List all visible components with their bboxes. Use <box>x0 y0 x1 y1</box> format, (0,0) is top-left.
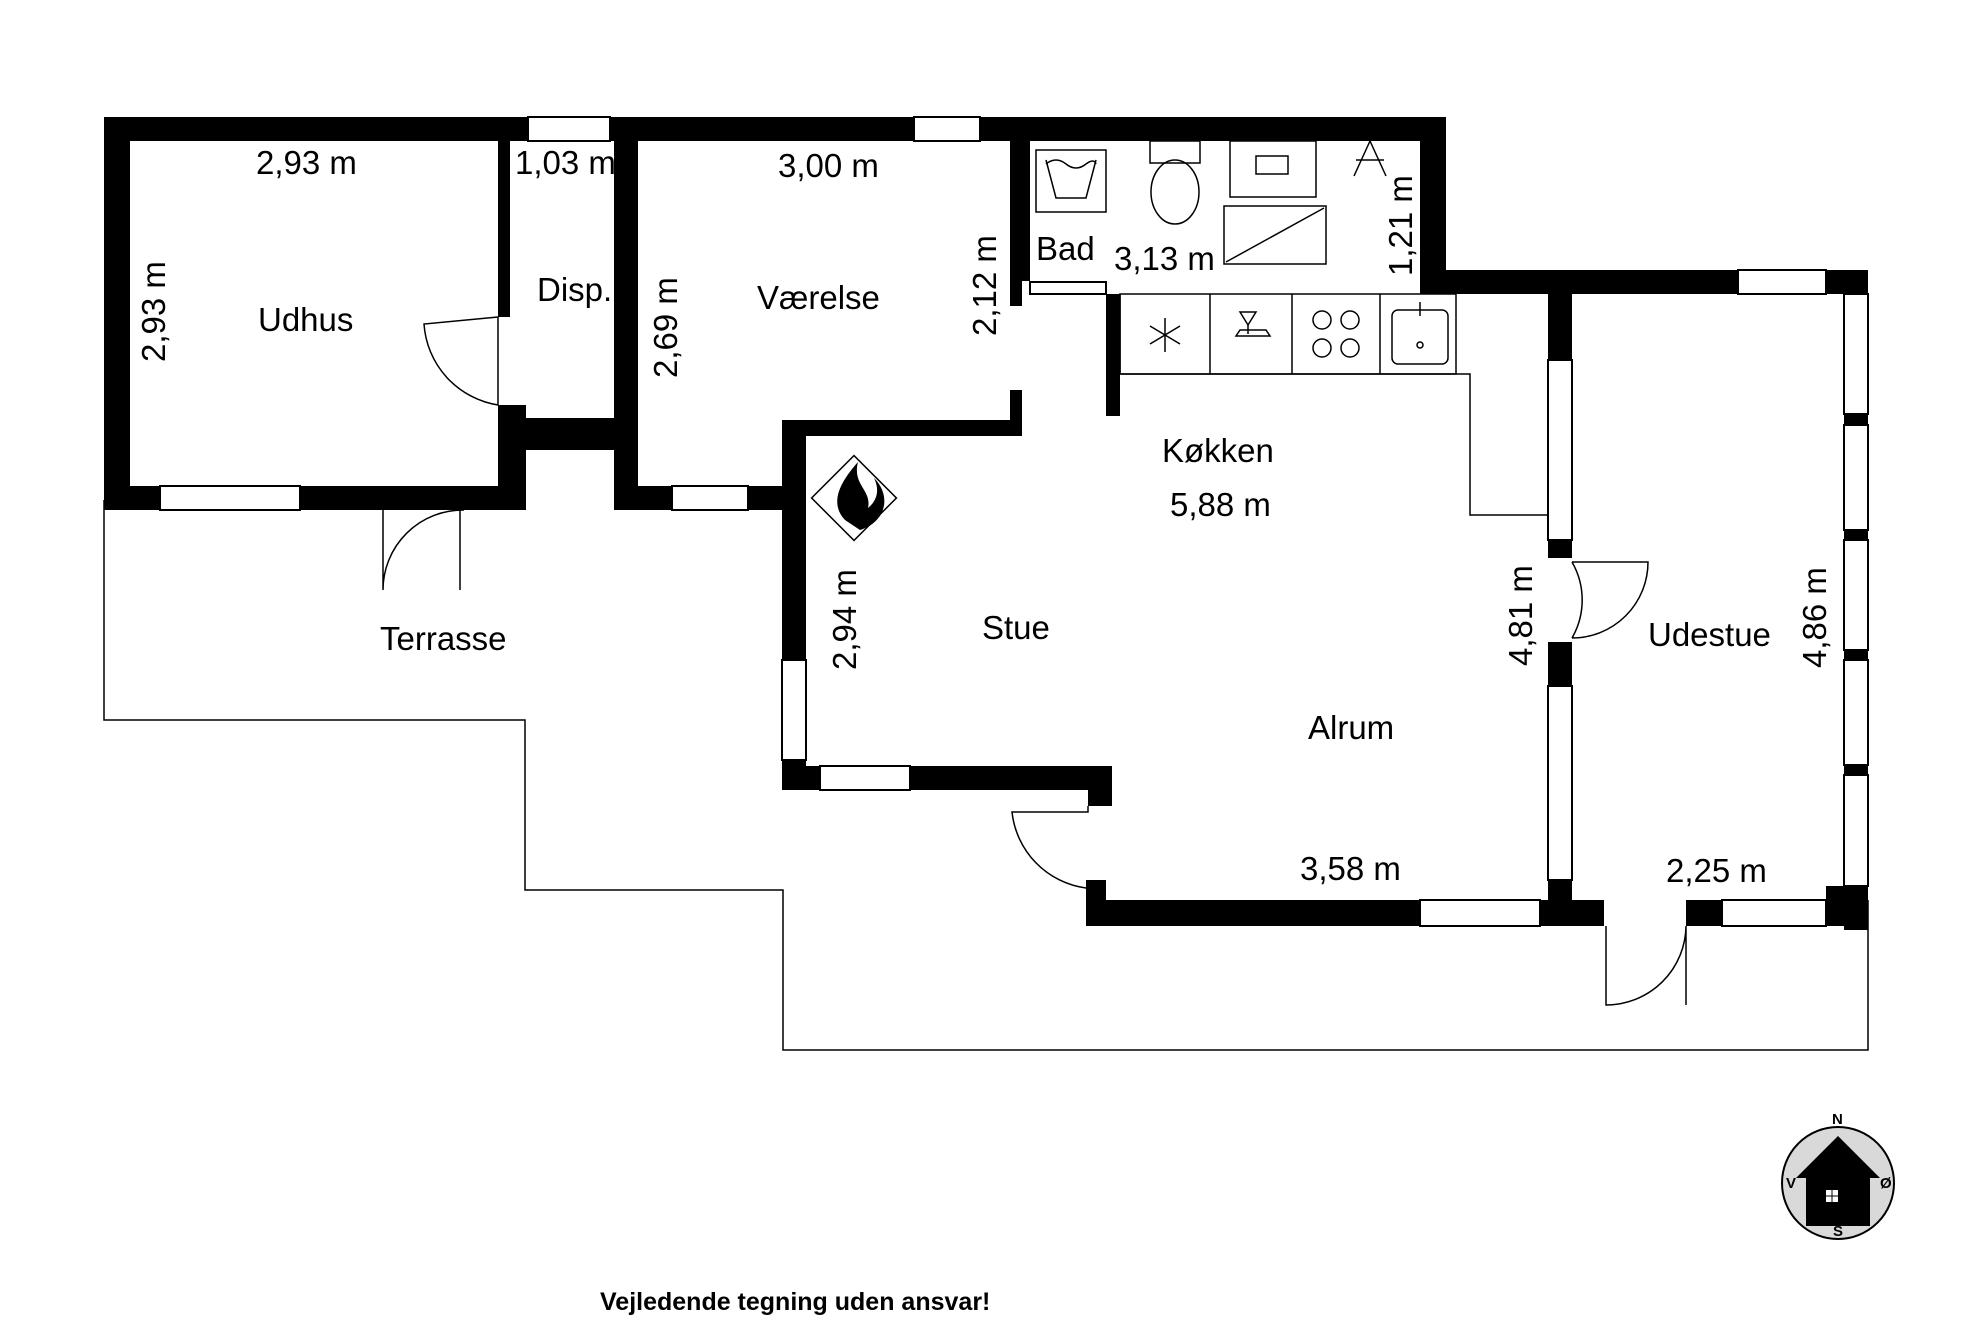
snowflake-icon <box>1149 318 1181 352</box>
dim-udestue-height: 4,86 m <box>1796 567 1833 668</box>
bathroom-fixtures <box>1035 139 1387 265</box>
compass-s: S <box>1833 1223 1843 1240</box>
compass-n: N <box>1832 1111 1843 1128</box>
stove-icon <box>1312 310 1360 358</box>
kitchen-counter <box>1119 293 1548 516</box>
compass-v: V <box>1786 1175 1796 1192</box>
dim-udestue-width: 2,25 m <box>1666 852 1767 889</box>
room-terrasse: Terrasse <box>380 620 507 657</box>
disclaimer: Vejledende tegning uden ansvar! <box>600 1288 990 1316</box>
dim-bad-width: 3,13 m <box>1114 240 1215 277</box>
dim-stue-height: 2,94 m <box>826 569 863 670</box>
compass-e: Ø <box>1880 1175 1892 1192</box>
fireplace-icon <box>810 454 898 542</box>
room-udestue: Udestue <box>1648 616 1771 653</box>
windows <box>159 116 1869 927</box>
dim-disp-width: 1,03 m <box>515 144 616 181</box>
room-udhus: Udhus <box>258 301 353 338</box>
room-stue: Stue <box>982 609 1050 646</box>
sink-icon <box>1391 302 1449 365</box>
room-alrum: Alrum <box>1308 709 1394 746</box>
dim-vaerelse-right: 2,12 m <box>966 235 1003 336</box>
room-bad: Bad <box>1036 230 1095 267</box>
compass-rose: N S V Ø <box>1781 1111 1895 1240</box>
dim-alrum-height: 4,81 m <box>1502 565 1539 666</box>
dim-koekken-width: 5,88 m <box>1170 486 1271 523</box>
dim-udhus-height: 2,93 m <box>135 261 172 362</box>
dim-bad-height: 1,21 m <box>1382 175 1419 276</box>
dim-udhus-width: 2,93 m <box>256 144 357 181</box>
room-disp: Disp. <box>537 271 612 308</box>
terrace-outline <box>103 500 1869 1051</box>
room-vaerelse: Værelse <box>757 279 880 316</box>
dim-alrum-width: 3,58 m <box>1300 850 1401 887</box>
dim-vaerelse-width: 3,00 m <box>778 147 879 184</box>
dishwasher-icon <box>1234 311 1272 337</box>
dim-vaerelse-height: 2,69 m <box>647 277 684 378</box>
room-koekken: Køkken <box>1162 432 1274 469</box>
doors <box>382 316 1687 1006</box>
house-icon <box>1796 1136 1880 1226</box>
